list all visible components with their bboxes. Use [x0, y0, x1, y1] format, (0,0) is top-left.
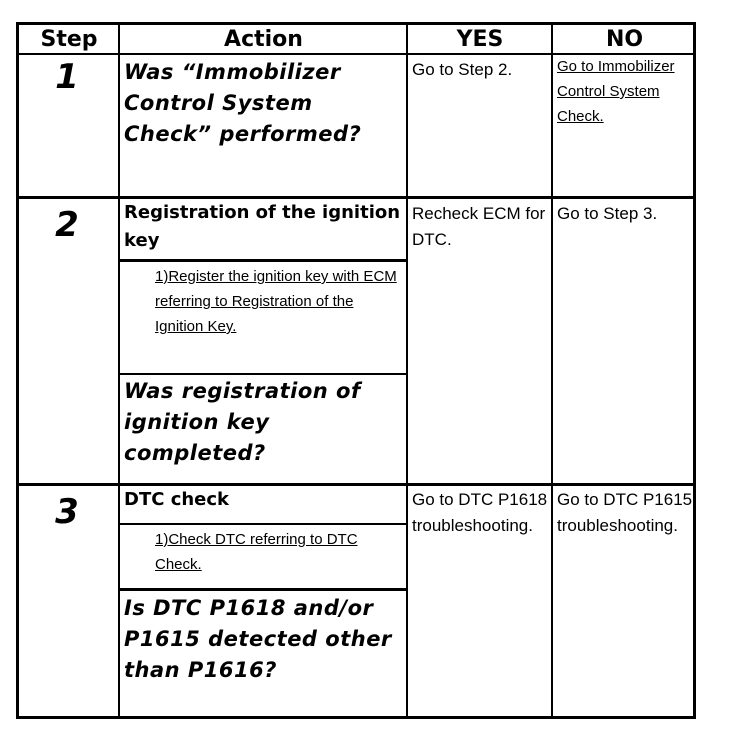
dtc-check-instruction-link[interactable]: 1)Check DTC referring to DTC Check. [155, 531, 358, 573]
step-question: Was registration of ignition key complet… [124, 379, 361, 465]
step-number: 1 [55, 57, 79, 97]
step-question: Is DTC P1618 and/or P1615 detected other… [124, 596, 392, 682]
yes-answer: Go to Step 2. [412, 60, 513, 79]
troubleshooting-table: Step Action YES NO 1 Was “Immobilizer Co… [16, 22, 696, 719]
row-divider [19, 483, 693, 486]
step-question: Was “Immobilizer Control System Check” p… [124, 60, 362, 146]
header-divider [19, 53, 693, 55]
header-action: Action [224, 27, 303, 52]
registration-instruction-link[interactable]: 1)Register the ignition key with ECM ref… [155, 268, 397, 335]
no-answer: Go to Step 3. [557, 204, 658, 223]
header-step: Step [40, 27, 98, 52]
column-divider [118, 25, 120, 716]
header-no: NO [605, 27, 644, 52]
step-number: 2 [55, 205, 79, 245]
step-number: 3 [55, 492, 79, 532]
instruction-box: 1)Register the ignition key with ECM ref… [120, 259, 406, 375]
header-yes: YES [456, 27, 504, 52]
yes-answer: Go to DTC P1618 troubleshooting. [412, 490, 548, 535]
row-divider [19, 196, 693, 199]
column-divider [551, 25, 553, 716]
column-divider [406, 25, 408, 716]
step-title: DTC check [124, 489, 230, 510]
immobilizer-check-link[interactable]: Go to Immobilizer Control System Check. [557, 58, 675, 125]
yes-answer: Recheck ECM for DTC. [412, 204, 546, 249]
instruction-box: 1)Check DTC referring to DTC Check. [120, 523, 406, 591]
no-answer: Go to DTC P1615 troubleshooting. [557, 490, 693, 535]
step-title: Registration of the ignition key [124, 202, 401, 251]
